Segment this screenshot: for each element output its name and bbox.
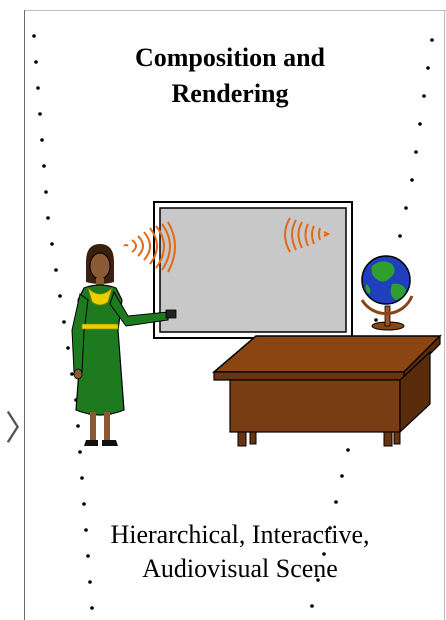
sound-wave-right-icon [284,217,331,253]
right-angle-bracket: 〉 [5,409,39,449]
dotted-arc-left [32,34,94,610]
projection-screen [153,201,353,339]
frame-top-border [24,10,446,11]
scene-caption-line-2: Audiovisual Scene [142,554,338,583]
globe-icon [360,255,414,331]
sound-wave-left-icon [123,221,176,273]
presenter-figure [71,244,177,446]
frame-left-border [24,10,25,620]
slide-title-line-2: Rendering [171,79,289,108]
slide-title-line-1: Composition and [135,43,325,72]
scene-caption: Hierarchical, Interactive, Audiovisual S… [50,518,430,586]
scene-caption-line-1: Hierarchical, Interactive, [110,520,370,549]
desk [211,334,442,447]
frame-right-border [444,10,445,620]
slide-title: Composition and Rendering [60,40,400,112]
